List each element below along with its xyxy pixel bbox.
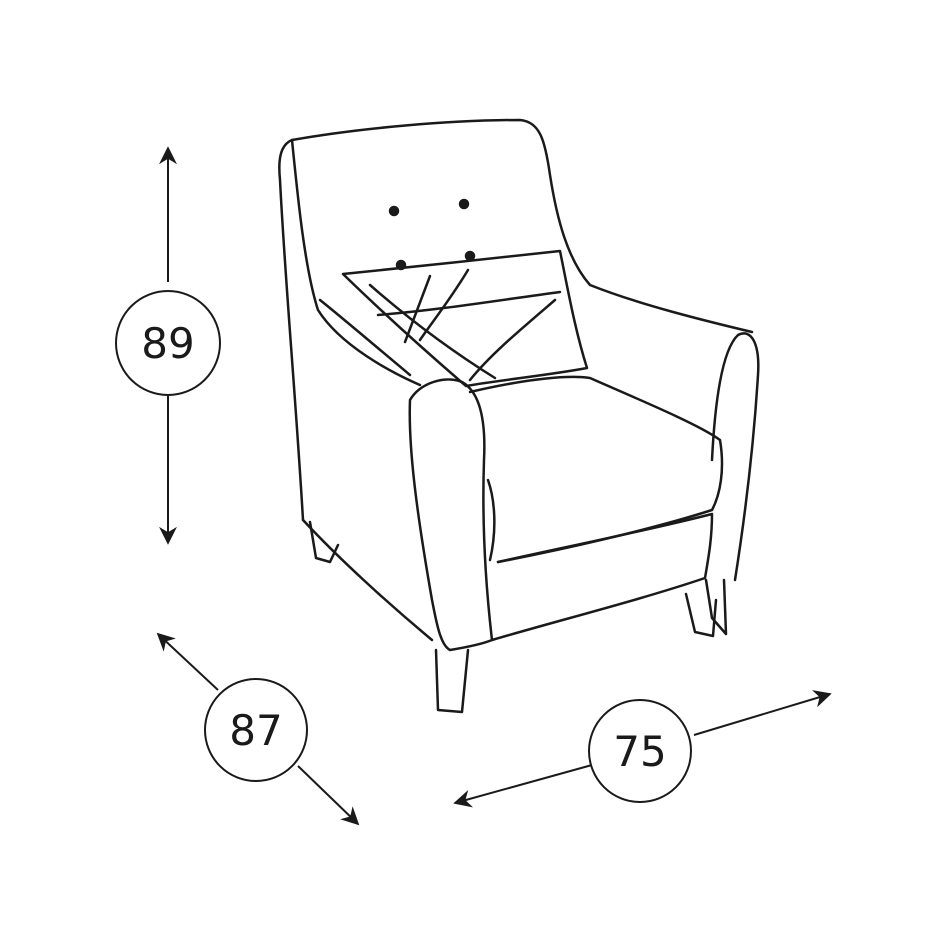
leg-back-right [704, 578, 728, 636]
leg-back-left [308, 520, 340, 564]
width-badge [588, 699, 692, 803]
depth-badge [204, 678, 308, 782]
cushion-seam [403, 274, 432, 344]
depth-value: 87 [229, 706, 282, 755]
backrest-left-edge [278, 138, 305, 522]
armchair-drawing [278, 118, 760, 714]
left-arm-top [318, 298, 412, 377]
width-arrow-right [693, 690, 832, 736]
cushion-seam [368, 283, 497, 380]
tuft-button [388, 205, 400, 217]
backrest-outline [290, 118, 754, 334]
cushion-outline [341, 249, 589, 388]
seat-side [486, 478, 496, 562]
tuft-button [464, 250, 476, 262]
height-dimension: 89 [115, 146, 221, 545]
width-dimension: 75 [453, 690, 832, 808]
depth-dimension: 87 [156, 632, 360, 826]
height-badge [115, 290, 221, 396]
width-value: 75 [613, 727, 666, 776]
seat-front [490, 512, 714, 642]
tuft-button [458, 198, 470, 210]
cushion-seam [376, 290, 562, 317]
backrest-inner-left [290, 138, 422, 387]
left-arm-front [408, 378, 494, 652]
left-arm-side [301, 518, 434, 642]
cushion-seam [418, 268, 470, 342]
depth-arrow-upper [156, 632, 219, 691]
width-arrow-left [453, 764, 593, 808]
depth-arrow-lower [297, 765, 360, 826]
height-value: 89 [141, 319, 194, 368]
leg-front-right [684, 592, 718, 638]
right-arm [710, 332, 760, 582]
cushion-seam [468, 298, 557, 382]
seat-top [468, 375, 724, 564]
leg-front-left [434, 648, 470, 714]
